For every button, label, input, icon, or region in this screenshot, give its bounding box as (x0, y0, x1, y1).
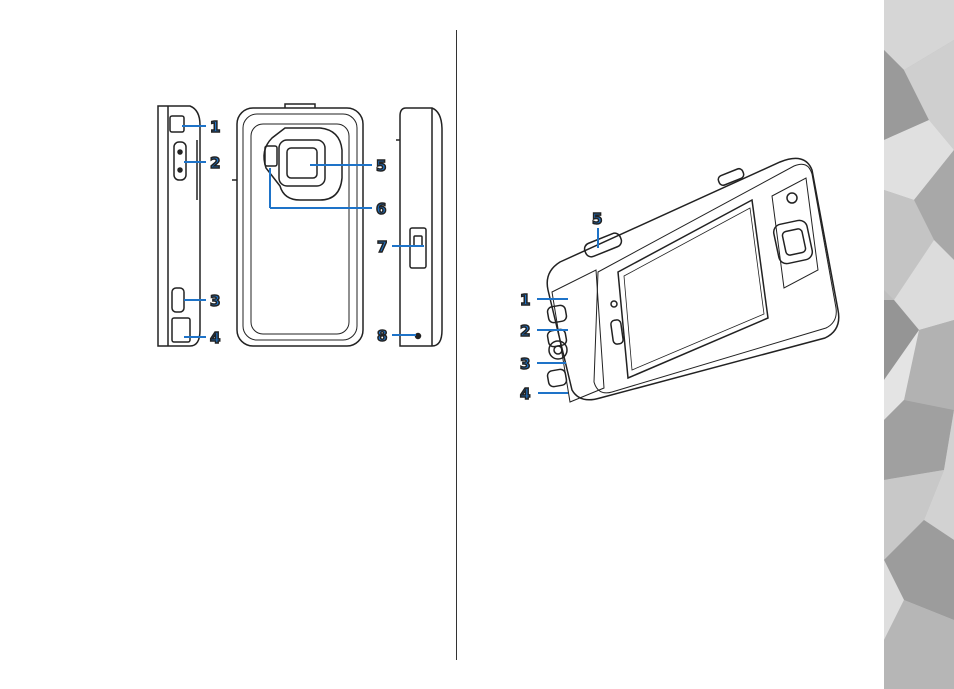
faceted-pattern (884, 0, 954, 689)
callout-2-angled: 2 (520, 322, 530, 340)
device-angled-view (547, 158, 839, 402)
callout-1-angled: 1 (520, 291, 530, 309)
callout-4-angled: 4 (520, 385, 530, 403)
callout-5-angled: 5 (592, 210, 602, 228)
callout-3-angled: 3 (520, 355, 530, 373)
right-device-figure: 5 1 2 3 4 (0, 0, 880, 689)
decorative-side-strip (884, 0, 954, 689)
